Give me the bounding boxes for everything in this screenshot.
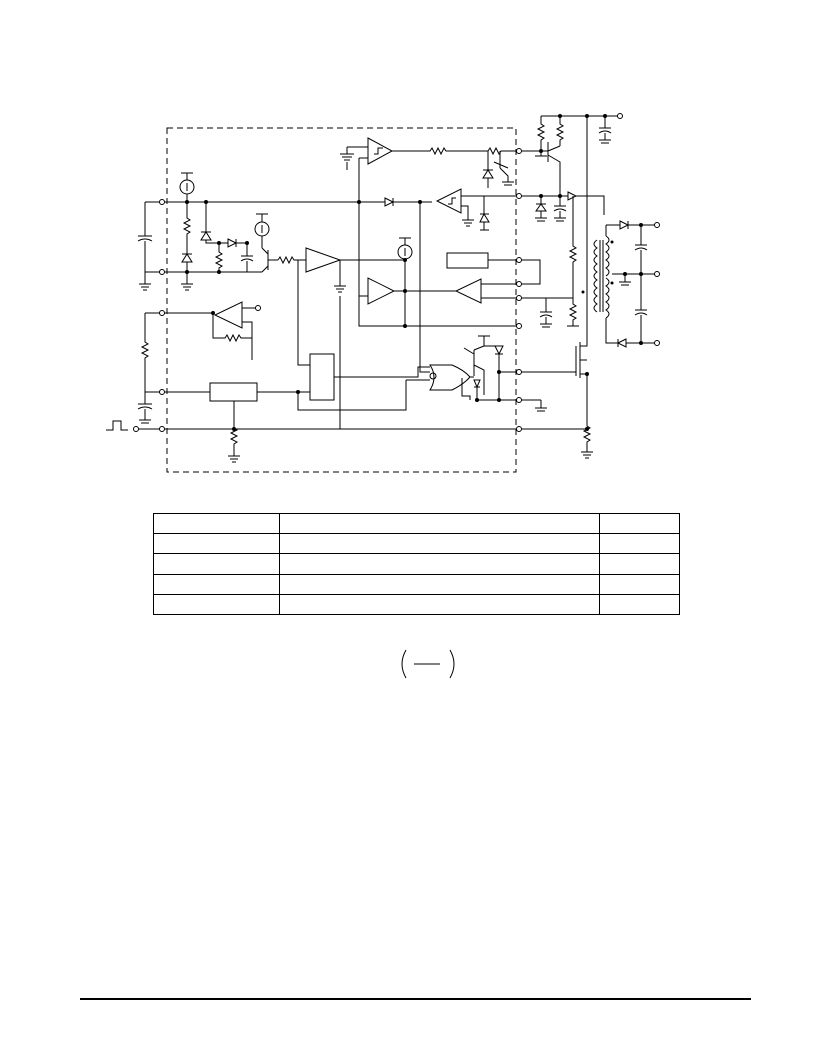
footer-rule <box>80 998 751 1000</box>
mosfet <box>522 312 588 420</box>
table-cell <box>152 512 281 535</box>
table-cell <box>152 533 281 555</box>
clock-pulse-icon <box>106 420 128 431</box>
table-cell <box>598 573 681 595</box>
formula <box>401 649 455 679</box>
table-row <box>152 573 681 595</box>
table-row <box>152 512 681 535</box>
ic-boundary <box>166 127 517 473</box>
table-cell <box>279 533 600 555</box>
table-row <box>152 533 681 555</box>
table-cell <box>279 593 600 616</box>
table-cell <box>279 573 600 595</box>
top-feedback-section <box>340 137 516 373</box>
table-cell <box>152 573 281 595</box>
table-row <box>152 553 681 575</box>
table-cell <box>598 553 681 575</box>
table-cell <box>598 533 681 555</box>
table-cell <box>598 512 681 535</box>
left-supply-section <box>137 172 422 366</box>
table-cell <box>279 512 600 535</box>
center-section <box>106 237 516 463</box>
external-power-stage <box>522 113 660 459</box>
right-parenthesis <box>449 649 455 679</box>
table-row <box>152 593 681 616</box>
circuit-schematic <box>106 113 660 473</box>
table-cell <box>598 593 681 616</box>
table-cell <box>279 553 600 575</box>
left-parenthesis <box>401 649 407 679</box>
ic-right-pins <box>516 148 522 432</box>
transformer <box>581 235 614 319</box>
table-cell <box>152 593 281 616</box>
table-cell <box>152 553 281 575</box>
spec-table <box>152 512 681 616</box>
